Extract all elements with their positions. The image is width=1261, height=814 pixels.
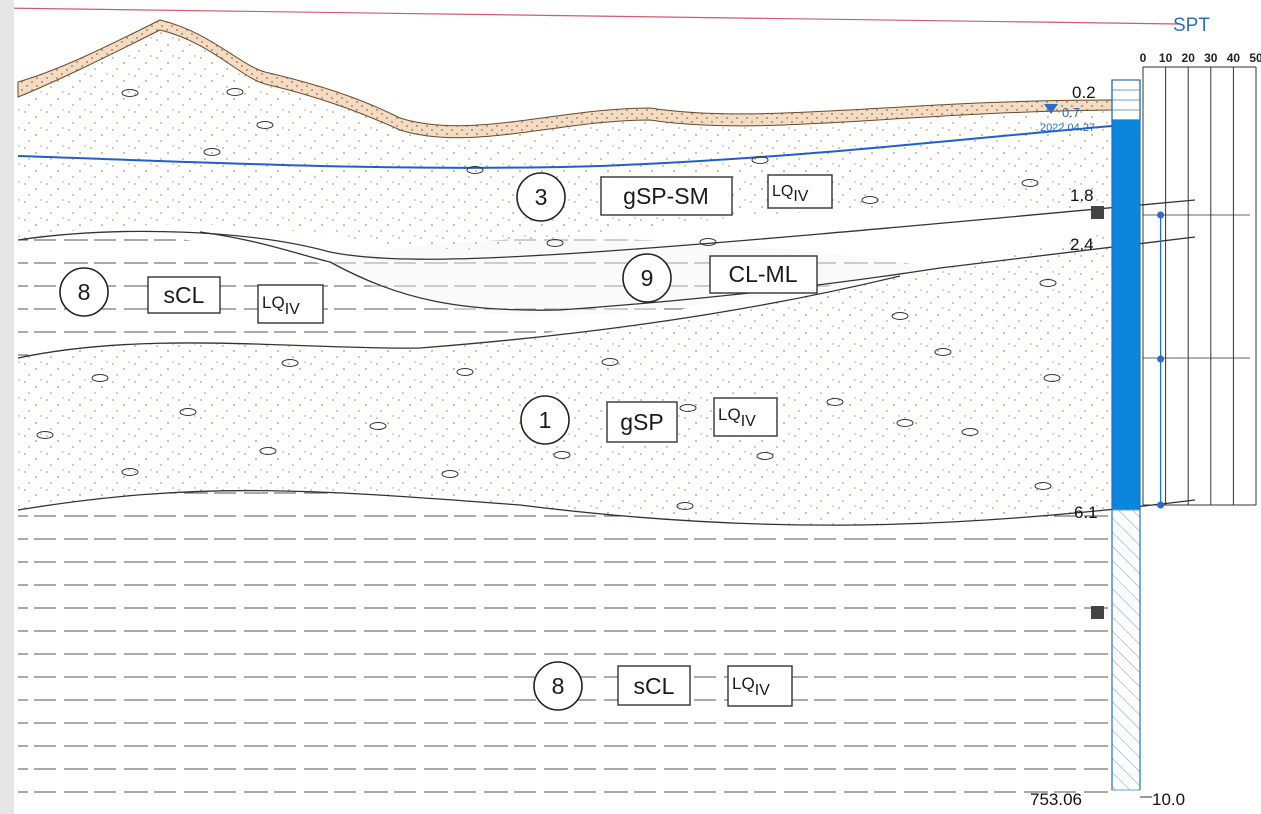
boundary-line-1 [17, 199, 1196, 260]
layer-8-bottom-area [18, 490, 1112, 800]
groundwater-line [17, 125, 1113, 169]
layer-8-left-label: 8 sCL LQIV [59, 267, 324, 324]
layer-3-area [18, 28, 1112, 250]
svg-text:9: 9 [641, 265, 654, 291]
layer-9-label: 9 CL-ML [622, 253, 818, 303]
bottom-depth: 10.0 [1152, 790, 1185, 809]
top-border-line [0, 7, 1181, 25]
boundary-line-4 [17, 489, 1196, 526]
layer-8-bottom-label: 8 sCL LQIV [533, 661, 793, 711]
svg-text:gSP: gSP [620, 409, 663, 435]
layer-1-label: 1 gSP LQIV [520, 395, 778, 445]
svg-text:LQIV: LQIV [262, 293, 300, 318]
spt-chart: SPT 0 10 20 30 40 50 [1140, 15, 1261, 509]
boundary-line-3 [17, 275, 901, 359]
spt-title: SPT [1173, 15, 1210, 36]
spt-tick-label: 50 [1249, 51, 1261, 65]
svg-text:sCL: sCL [634, 673, 675, 699]
svg-text:sCL: sCL [164, 282, 205, 308]
svg-text:0.7: 0.7 [1062, 105, 1080, 120]
svg-text:3: 3 [535, 184, 548, 210]
borehole-water-section [1112, 120, 1140, 510]
depth-label: 0.2 [1072, 83, 1096, 102]
borehole-column [1111, 79, 1141, 791]
gravel-symbols [36, 88, 1061, 510]
spt-tick-label: 10 [1159, 51, 1173, 65]
svg-text:2022.04.27: 2022.04.27 [1040, 122, 1095, 134]
scan-edge [0, 0, 14, 814]
sample-marker [1091, 206, 1104, 219]
bottom-elevation: 753.06 [1030, 790, 1082, 809]
spt-point [1157, 211, 1165, 219]
depth-label: 1.8 [1070, 186, 1094, 205]
svg-text:1: 1 [539, 407, 552, 433]
borehole-clay-section [1111, 509, 1141, 791]
sample-marker [1091, 606, 1104, 619]
spt-tick-label: 40 [1227, 51, 1241, 65]
svg-text:CL-ML: CL-ML [728, 261, 797, 287]
water-level-marker: 0.7 2022.04.27 [1040, 104, 1095, 134]
svg-text:LQIV: LQIV [718, 405, 756, 430]
spt-point [1157, 501, 1165, 509]
svg-text:gSP-SM: gSP-SM [623, 183, 709, 209]
depth-label: 6.1 [1074, 503, 1098, 522]
spt-tick-label: 0 [1140, 51, 1147, 65]
depth-label: 2.4 [1070, 235, 1094, 254]
layer-1-area [18, 232, 1112, 527]
svg-text:LQIV: LQIV [772, 183, 809, 205]
svg-text:8: 8 [552, 673, 565, 699]
svg-text:8: 8 [78, 279, 91, 305]
svg-text:LQIV: LQIV [732, 674, 770, 699]
layer-3-label: 3 gSP-SM LQIV [516, 172, 833, 222]
spt-point [1157, 355, 1165, 363]
spt-tick-label: 30 [1204, 51, 1218, 65]
spt-tick-label: 20 [1182, 51, 1196, 65]
